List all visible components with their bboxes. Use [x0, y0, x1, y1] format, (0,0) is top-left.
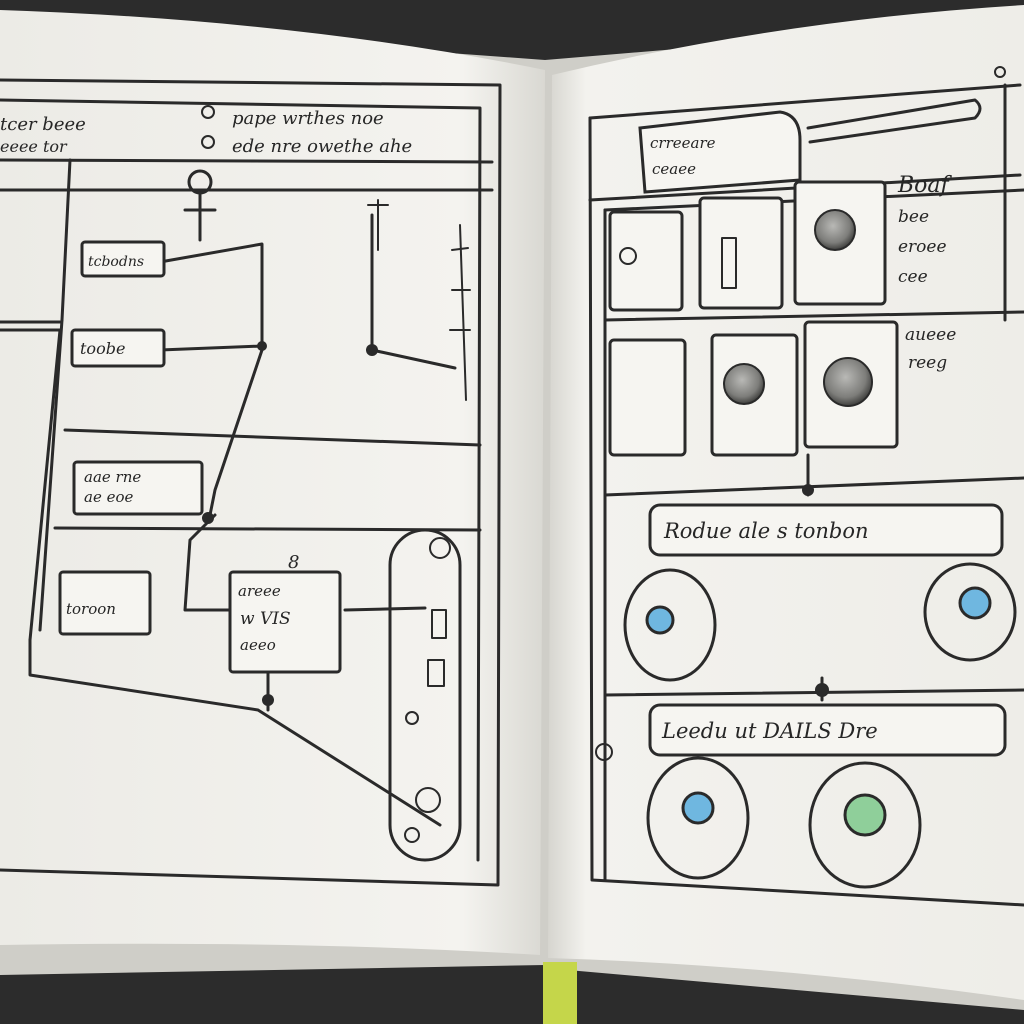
dial-knob-3 — [823, 357, 873, 407]
right-side-note-1: Boaf — [897, 173, 953, 198]
right-header-line-2: ceaee — [652, 160, 696, 178]
left-corner-line-1: tcer beee — [0, 114, 86, 135]
left-label-2: toobe — [80, 339, 125, 358]
dial-knob-1 — [814, 209, 856, 251]
dial-knob-2 — [723, 363, 765, 405]
left-label-4: ae eoe — [84, 488, 133, 506]
left-label-3: aae rne — [84, 468, 141, 486]
left-label-5: toroon — [66, 600, 116, 618]
left-label-6-line-2: w VIS — [240, 609, 291, 629]
left-header-line-2: ede nre owethe ahe — [232, 136, 412, 157]
right-diagram — [588, 66, 1024, 907]
bookmark-ribbon — [543, 962, 577, 1024]
left-label-6-line-3: aeeo — [240, 636, 276, 654]
left-marker-number: 8 — [288, 552, 299, 573]
right-side-note-4: cee — [898, 267, 928, 287]
right-side-note-6: reeg — [908, 353, 947, 373]
left-label-1: tcbodns — [88, 254, 144, 270]
right-header-line-1: crreeare — [650, 134, 716, 152]
left-label-6-line-1: areee — [238, 582, 281, 600]
green-round-button — [843, 793, 887, 837]
left-corner-line-2: eeee tor — [0, 137, 68, 156]
right-side-note-2: bee — [898, 207, 929, 227]
right-side-note-5: aueee — [905, 325, 956, 345]
right-banner-2: Leedu ut DAILS Dre — [661, 719, 878, 743]
blue-round-button-3 — [681, 791, 715, 825]
blue-round-button-2 — [958, 586, 992, 620]
blue-round-button-1 — [645, 605, 675, 635]
left-diagram — [0, 78, 502, 887]
left-header-line-1: pape wrthes noe — [232, 108, 384, 129]
right-banner-1: Rodue ale s tonbon — [663, 519, 869, 543]
right-side-note-3: eroee — [898, 237, 947, 257]
